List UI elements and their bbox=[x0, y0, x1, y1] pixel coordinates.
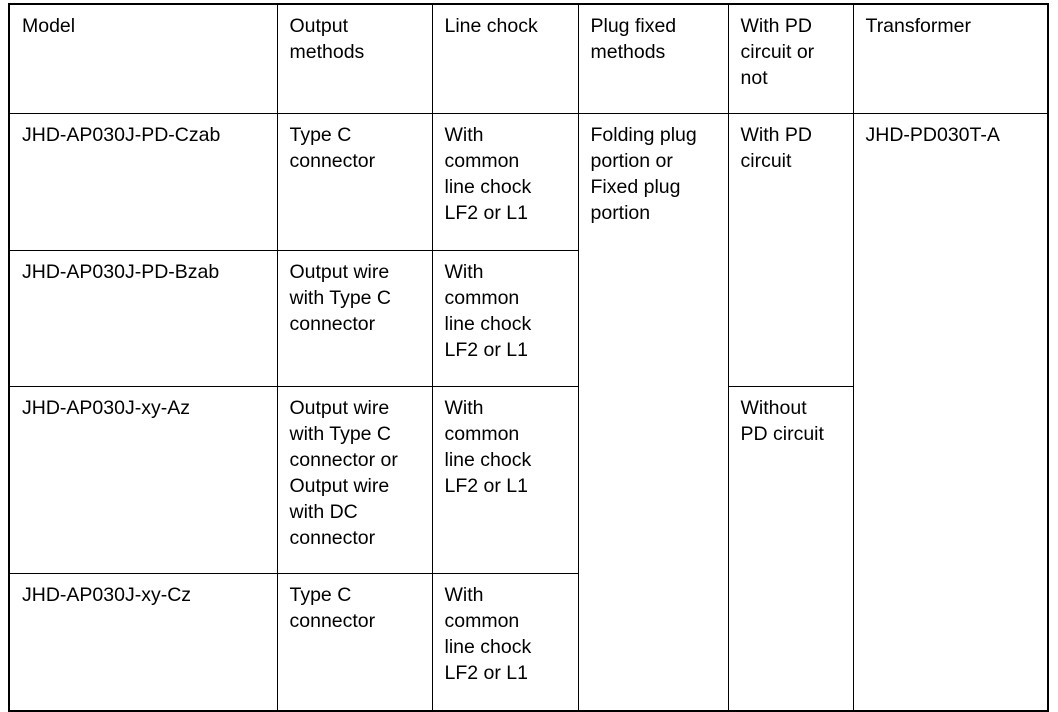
cell-pd-circuit-without-value: Without PD circuit bbox=[740, 397, 824, 445]
cell-line-chock-value: With common line chock LF2 or L1 bbox=[444, 584, 532, 684]
cell-plug-fixed-methods-merged: Folding plug portion or Fixed plug porti… bbox=[577, 113, 729, 712]
cell-output-methods-value: Output wire with Type C connector bbox=[289, 261, 392, 335]
cell-model: JHD-AP030J-xy-Az bbox=[8, 386, 278, 574]
cell-model: JHD-AP030J-xy-Cz bbox=[8, 573, 278, 712]
cell-model: JHD-AP030J-PD-Bzab bbox=[8, 250, 278, 387]
table-row: JHD-AP030J-xy-Az Output wire with Type C… bbox=[8, 386, 1048, 712]
cell-transformer-value: JHD-PD030T-A bbox=[865, 124, 1000, 146]
cell-line-chock-value: With common line chock LF2 or L1 bbox=[444, 124, 532, 224]
cell-line-chock: With common line chock LF2 or L1 bbox=[431, 386, 579, 574]
cell-line-chock: With common line chock LF2 or L1 bbox=[431, 573, 579, 712]
column-header-transformer: Transformer bbox=[852, 3, 1049, 114]
cell-output-methods: Output wire with Type C connector or Out… bbox=[276, 386, 433, 574]
cell-line-chock: With common line chock LF2 or L1 bbox=[431, 250, 579, 387]
cell-plug-fixed-methods-value: Folding plug portion or Fixed plug porti… bbox=[590, 124, 697, 224]
cell-output-methods: Output wire with Type C connector bbox=[276, 250, 433, 387]
table-header-row: Model Output methods Line chock Plug fix… bbox=[8, 3, 1049, 114]
column-header-pd-circuit-label: With PD circuit or not bbox=[740, 15, 815, 89]
column-header-line-chock: Line chock bbox=[431, 3, 579, 114]
cell-output-methods-value: Output wire with Type C connector or Out… bbox=[289, 397, 398, 549]
document-page: Model Output methods Line chock Plug fix… bbox=[8, 3, 1049, 712]
column-header-output-methods: Output methods bbox=[276, 3, 433, 114]
table-row: JHD-AP030J-PD-Bzab Output wire with Type… bbox=[8, 250, 1048, 387]
column-header-model: Model bbox=[8, 3, 278, 114]
cell-transformer-merged: JHD-PD030T-A bbox=[852, 113, 1049, 712]
cell-line-chock: With common line chock LF2 or L1 bbox=[431, 113, 579, 251]
column-header-pd-circuit: With PD circuit or not bbox=[727, 3, 854, 114]
cell-output-methods: Type C connector bbox=[276, 113, 433, 251]
cell-pd-circuit-without-merged: Without PD circuit bbox=[727, 386, 854, 712]
cell-pd-circuit-with-merged: With PD circuit bbox=[727, 113, 854, 387]
cell-line-chock-value: With common line chock LF2 or L1 bbox=[444, 397, 532, 497]
cell-model-value: JHD-AP030J-PD-Bzab bbox=[22, 261, 220, 283]
cell-output-methods-value: Type C connector bbox=[289, 584, 376, 632]
column-header-output-methods-label: Output methods bbox=[289, 15, 365, 63]
cell-model-value: JHD-AP030J-PD-Czab bbox=[22, 124, 221, 146]
column-header-model-label: Model bbox=[22, 15, 76, 37]
cell-pd-circuit-with-value: With PD circuit bbox=[740, 124, 813, 172]
cell-model: JHD-AP030J-PD-Czab bbox=[8, 113, 278, 251]
cell-line-chock-value: With common line chock LF2 or L1 bbox=[444, 261, 532, 361]
column-header-plug-fixed-methods-label: Plug fixed methods bbox=[590, 15, 677, 63]
column-header-transformer-label: Transformer bbox=[865, 15, 971, 37]
cell-output-methods: Type C connector bbox=[276, 573, 433, 712]
cell-model-value: JHD-AP030J-xy-Az bbox=[22, 397, 190, 419]
cell-model-value: JHD-AP030J-xy-Cz bbox=[22, 584, 192, 606]
cell-output-methods-value: Type C connector bbox=[289, 124, 376, 172]
table-row: JHD-AP030J-PD-Czab Type C connector With… bbox=[8, 113, 1049, 712]
column-header-line-chock-label: Line chock bbox=[444, 15, 538, 37]
product-specification-table: Model Output methods Line chock Plug fix… bbox=[8, 3, 1049, 712]
column-header-plug-fixed-methods: Plug fixed methods bbox=[577, 3, 729, 114]
